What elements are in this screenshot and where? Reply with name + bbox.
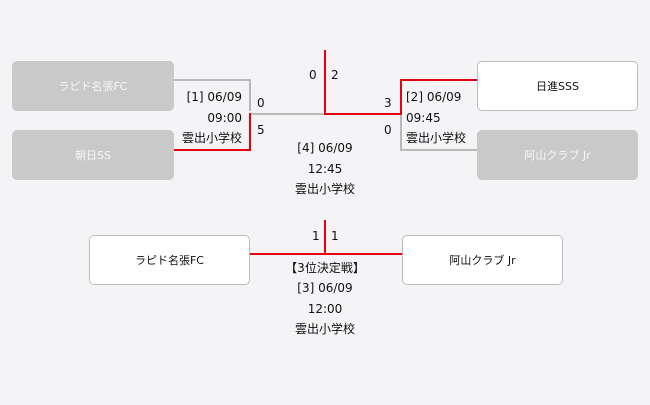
bracket-line-winner: [249, 113, 251, 151]
match2-venue: 雲出小学校: [406, 131, 467, 145]
bracket-line: [249, 79, 251, 111]
match2-time: 09:45: [406, 111, 441, 125]
bracket-line-winner: [400, 79, 402, 114]
team-box-semi2-bottom[interactable]: 阿山クラブ Jr: [477, 130, 638, 180]
team-name: 阿山クラブ Jr: [524, 149, 591, 162]
match1-time: 09:00: [207, 111, 242, 125]
score-semi1-bottom: 5: [257, 123, 265, 137]
score-semi2-bottom: 0: [384, 123, 392, 137]
match1-label: [1] 06/09: [186, 90, 242, 104]
team-box-semi1-top[interactable]: ラピド名張FC: [12, 61, 174, 111]
score-third-right: 1: [331, 229, 339, 243]
score-third-left: 1: [312, 229, 320, 243]
team-name: ラピド名張FC: [58, 80, 128, 93]
match3-title: 【3位決定戦】: [285, 261, 365, 275]
team-box-semi2-top[interactable]: 日進SSS: [477, 61, 638, 111]
score-semi1-top: 0: [257, 96, 265, 110]
bracket-line-winner: [324, 50, 326, 115]
bracket-line-winner: [325, 113, 402, 115]
team-name: 日進SSS: [536, 80, 579, 93]
match1-venue: 雲出小学校: [181, 131, 242, 145]
bracket-line-third: [250, 253, 402, 255]
team-box-third-right[interactable]: 阿山クラブ Jr: [402, 235, 563, 285]
bracket-line-winner: [400, 79, 477, 81]
match4-label: [4] 06/09: [297, 141, 353, 155]
team-name: ラピド名張FC: [134, 254, 204, 267]
match3-venue: 雲出小学校: [294, 322, 356, 336]
match2-label: [2] 06/09: [406, 90, 462, 104]
bracket-line: [400, 114, 402, 150]
match4-venue: 雲出小学校: [294, 182, 356, 196]
bracket-line-winner: [174, 149, 251, 151]
bracket-line: [174, 79, 250, 81]
bracket-line: [251, 113, 325, 115]
team-name: 阿山クラブ Jr: [449, 254, 516, 267]
match3-label: [3] 06/09: [297, 281, 353, 295]
match4-time: 12:45: [307, 162, 343, 176]
team-box-third-left[interactable]: ラピド名張FC: [89, 235, 250, 285]
match3-time: 12:00: [307, 302, 343, 316]
score-final-right: 2: [331, 68, 339, 82]
bracket-line: [400, 149, 477, 151]
bracket-line-third: [324, 220, 326, 255]
score-semi2-top: 3: [384, 96, 392, 110]
score-final-left: 0: [309, 68, 317, 82]
team-box-semi1-bottom[interactable]: 朝日SS: [12, 130, 174, 180]
team-name: 朝日SS: [75, 149, 111, 162]
